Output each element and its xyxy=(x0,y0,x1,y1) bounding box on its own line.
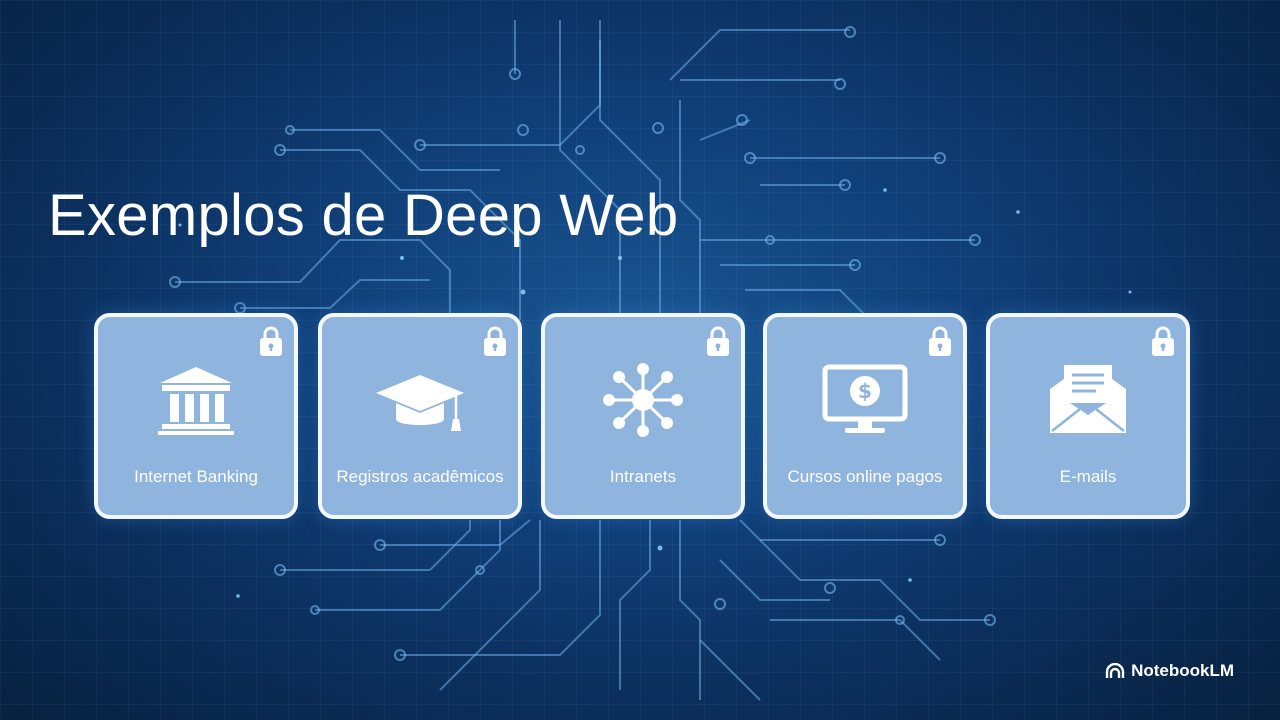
lock-icon xyxy=(707,326,729,356)
card-internet-banking: Internet Banking xyxy=(94,313,298,519)
card-label: E-mails xyxy=(1059,467,1117,486)
card-label: Cursos online pagos xyxy=(787,467,943,486)
graduation-cap-icon xyxy=(376,375,464,431)
lock-icon xyxy=(484,326,506,356)
card-intranets: Intranets xyxy=(541,313,745,519)
envelope-icon xyxy=(1050,365,1126,433)
lock-icon xyxy=(929,326,951,356)
card-row: Internet Banking Registros acadêmicos xyxy=(94,313,1190,521)
card-label: Intranets xyxy=(609,467,677,486)
card-label: Registros acadêmicos xyxy=(336,467,504,486)
card-label: Internet Banking xyxy=(134,467,258,486)
brand-name: NotebookLM xyxy=(1131,661,1234,680)
notebooklm-logo-icon xyxy=(1105,663,1125,678)
svg-text:$: $ xyxy=(858,379,872,403)
card-registros-academicos: Registros acadêmicos xyxy=(318,313,522,519)
monitor-dollar-icon: $ xyxy=(822,364,908,433)
brand-watermark: NotebookLM xyxy=(1105,661,1234,681)
slide-title: Exemplos de Deep Web xyxy=(48,183,679,248)
lock-icon xyxy=(1152,326,1174,356)
card-cursos-online-pagos: $ Cursos online pagos xyxy=(763,313,967,519)
network-hub-icon xyxy=(603,363,683,437)
lock-icon xyxy=(260,326,282,356)
card-e-mails: E-mails xyxy=(986,313,1190,519)
bank-icon xyxy=(158,367,234,435)
